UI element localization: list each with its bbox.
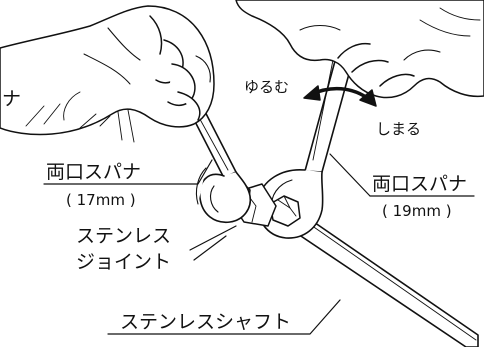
leader-lines	[43, 153, 475, 335]
left-hand	[0, 5, 215, 143]
right-spanner-size: ( 19mm )	[382, 202, 452, 220]
nut-19mm	[269, 195, 301, 227]
left-spanner-name: 両口スパナ	[46, 161, 142, 183]
loosen-label: ゆるむ	[244, 78, 290, 96]
joint-label-line1: ステンレス	[76, 225, 172, 247]
joint-label-line2: ジョイント	[76, 251, 172, 273]
left-spanner-size: ( 17mm )	[66, 191, 136, 209]
edge-fragment-label: ナ	[2, 88, 22, 110]
right-hand	[235, 0, 484, 99]
rotation-arrow	[303, 85, 377, 107]
shaft-label: ステンレスシャフト	[120, 311, 292, 333]
right-spanner-name: 両口スパナ	[372, 173, 468, 195]
tighten-label: しまる	[376, 120, 422, 138]
